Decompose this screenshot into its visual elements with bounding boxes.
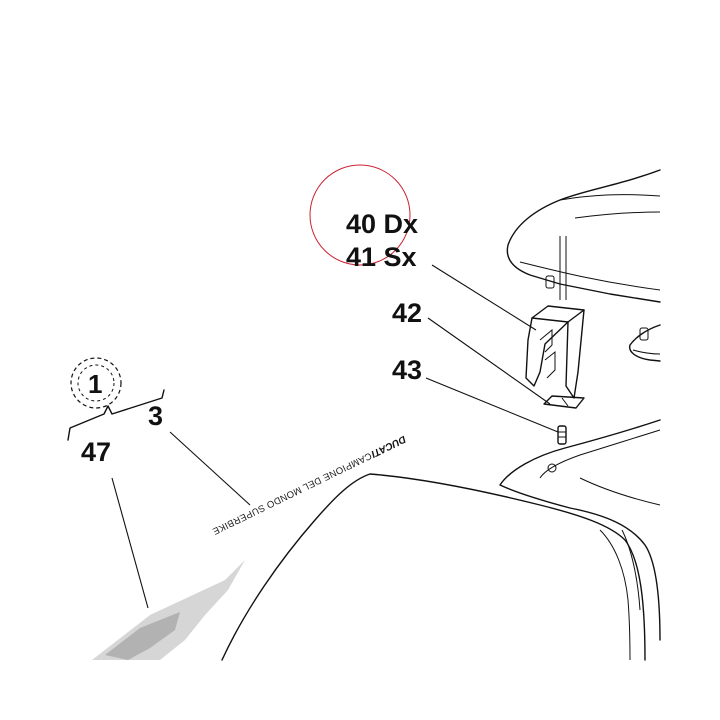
highlight-circle xyxy=(309,164,411,266)
callout-3: 3 xyxy=(148,401,163,431)
seat-lower xyxy=(499,419,661,641)
screw-43 xyxy=(557,425,567,445)
callout-40-dx: 40 Dx xyxy=(346,209,418,239)
leader-3 xyxy=(169,431,251,506)
plate-42 xyxy=(543,395,585,409)
callout-43: 43 xyxy=(392,355,422,385)
decal-3: CAMPIONE DEL MONDO SUPERBIKE DUCATI xyxy=(210,433,407,537)
seat-cowl-upper xyxy=(506,169,661,303)
leader-47 xyxy=(111,477,149,609)
decal-47-shaded xyxy=(92,560,245,660)
seat-stud xyxy=(545,275,555,289)
callout-1-group: 1 xyxy=(70,357,122,409)
callout-42: 42 xyxy=(392,298,422,328)
bracket-40-41 xyxy=(525,305,585,399)
dashed-circle-outer xyxy=(70,357,122,409)
frame-latch xyxy=(629,324,661,362)
dashed-circle-inner xyxy=(77,364,115,402)
side-panel xyxy=(221,473,646,661)
decal-slogan: CAMPIONE DEL MONDO SUPERBIKE xyxy=(210,450,373,537)
leader-43 xyxy=(425,377,559,433)
decal-brand: DUCATI xyxy=(369,433,407,459)
callout-41-sx: 41 Sx xyxy=(346,242,417,272)
callout-1: 1 xyxy=(88,369,102,399)
group-brace xyxy=(67,389,165,441)
callout-47: 47 xyxy=(81,437,111,467)
leader-41 xyxy=(431,264,537,331)
mounting-rod xyxy=(559,236,567,300)
leader-42 xyxy=(427,317,551,405)
